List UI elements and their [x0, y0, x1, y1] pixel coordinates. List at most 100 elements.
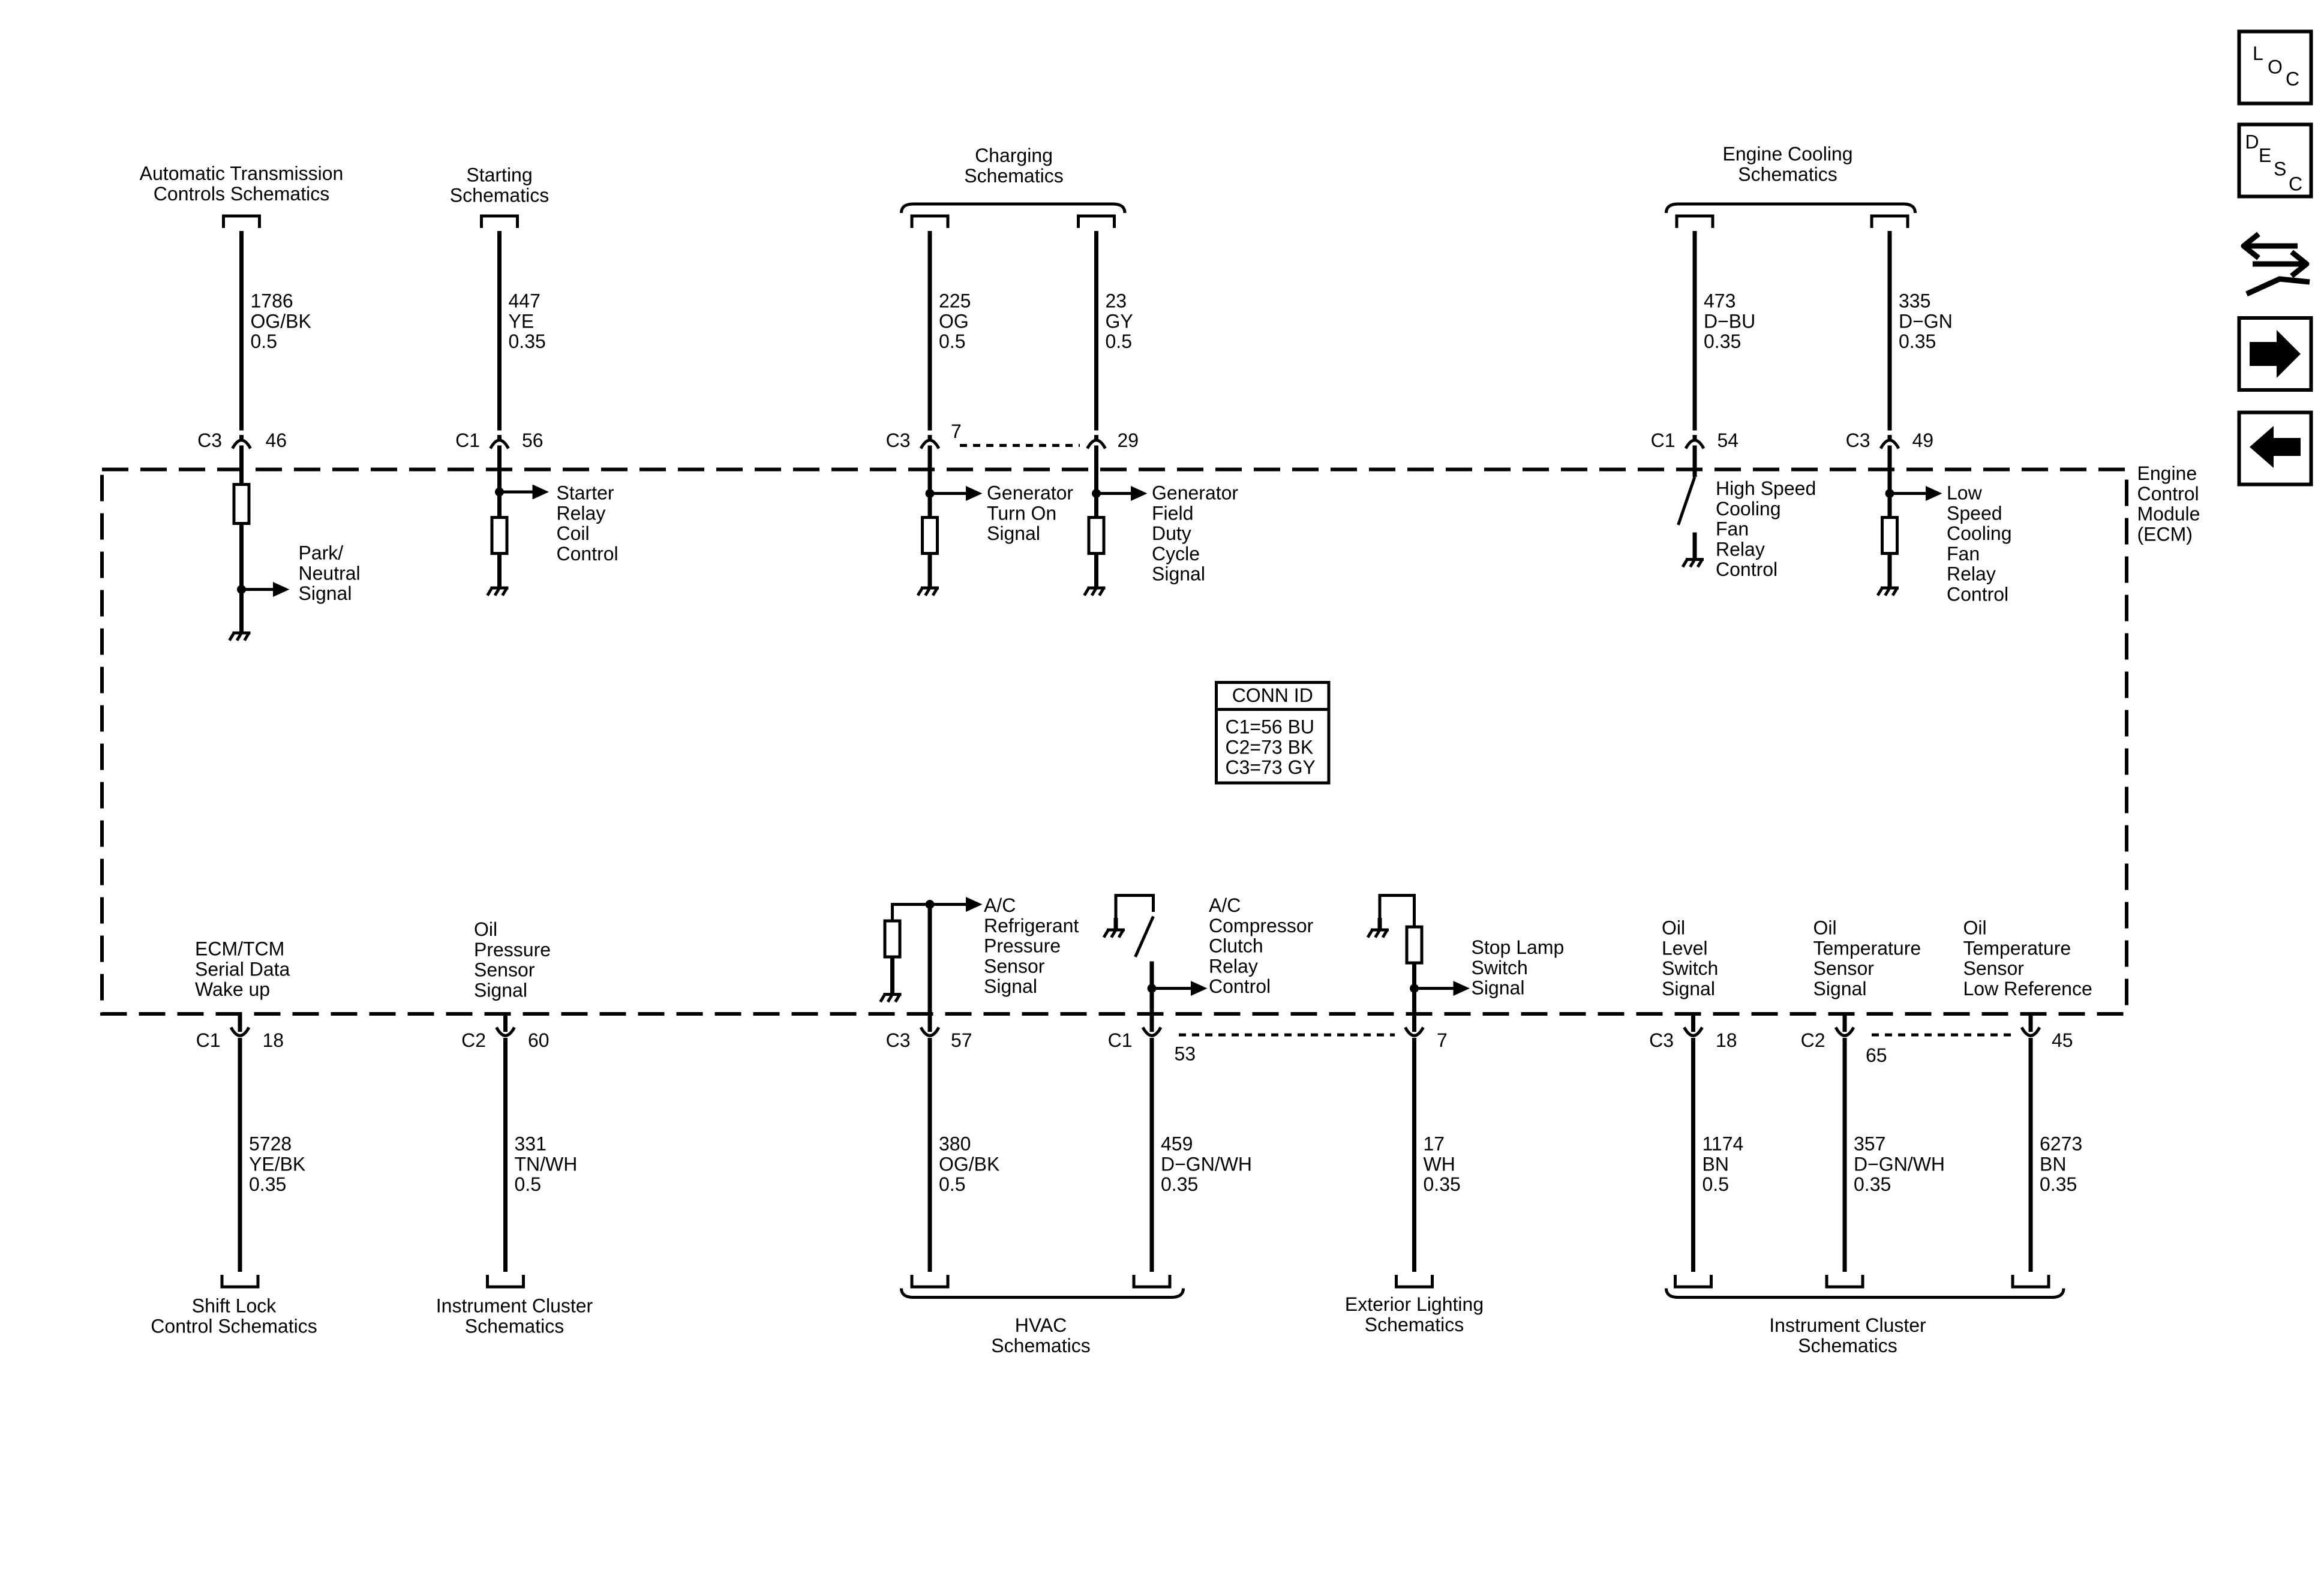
signal-label: Temperature [1813, 937, 1921, 959]
pin-number-label: 49 [1912, 430, 1934, 451]
connector-diagram-icon[interactable] [2241, 232, 2310, 297]
connector-diagram-icon [2253, 250, 2310, 278]
harness-connector-icon [220, 1275, 260, 1289]
conn-id-box [1215, 681, 1331, 785]
wire-spec-label: 0.5 [251, 331, 277, 352]
desc-letter: E [2259, 145, 2271, 166]
wire-spec-label: 225 [939, 290, 971, 312]
loc-letter: C [2286, 68, 2299, 90]
harness-connector-icon [1077, 214, 1116, 228]
ecm-module-boundary [100, 467, 2128, 1016]
wire-spec-label: WH [1424, 1153, 1455, 1175]
signal-label: ECM/TCM [195, 938, 284, 960]
signal-label: Compressor [1209, 915, 1314, 936]
signal-label: Turn On [987, 502, 1056, 524]
signal-label: Signal [1472, 977, 1525, 999]
pin-number-label: 18 [263, 1029, 284, 1051]
ground-icon [1876, 587, 1899, 596]
ground-icon [879, 993, 902, 1003]
loc-button[interactable] [2237, 29, 2313, 106]
resistor-icon [1087, 516, 1106, 555]
ground-icon [1102, 929, 1125, 938]
signal-label: Refrigerant [984, 915, 1079, 936]
desc-letter: S [2274, 158, 2286, 180]
group-bracket [1665, 1288, 2065, 1299]
wire-spec-label: 0.35 [1704, 331, 1741, 352]
group-bracket [1665, 202, 1917, 214]
signal-label: Cycle [1152, 543, 1200, 565]
bottom-group-label: Instrument Cluster [436, 1295, 593, 1317]
ecm-module-label: Engine [2137, 463, 2197, 484]
wire-spec-label: OG/BK [251, 310, 311, 332]
signal-label: Signal [1813, 978, 1867, 999]
signal-label: Sensor [474, 959, 535, 981]
signal-label: Relay [557, 502, 606, 524]
harness-connector-icon [910, 214, 950, 228]
harness-connector-icon [1395, 1275, 1434, 1289]
resistor-icon [490, 516, 509, 555]
wire-spec-label: D−GN [1899, 310, 1953, 332]
signal-label: Field [1152, 502, 1193, 524]
wire-spec-label: 0.35 [1161, 1173, 1198, 1195]
signal-label: Stop Lamp [1472, 936, 1565, 958]
resistor-icon [1405, 925, 1424, 965]
group-bracket [900, 1288, 1185, 1299]
wire-spec-label: BN [2040, 1153, 2066, 1175]
top-group-label: Schematics [450, 184, 549, 206]
connector-id-label: C3 [197, 430, 222, 451]
top-group-label: Charging [975, 145, 1053, 166]
bottom-group-label: Schematics [465, 1315, 564, 1337]
pin-number-label: 56 [522, 430, 544, 451]
connector-id-label: C2 [1801, 1029, 1825, 1051]
signal-label: Pressure [474, 939, 551, 960]
signal-label: Coil [557, 523, 590, 544]
signal-label: A/C [984, 894, 1016, 916]
loc-letter: O [2268, 56, 2283, 78]
wire-spec-label: 17 [1424, 1133, 1445, 1155]
bottom-group-label: Schematics [991, 1335, 1090, 1356]
connector-id-label: C1 [1108, 1029, 1133, 1051]
loc-letter: L [2253, 43, 2263, 64]
wire-spec-label: YE [509, 310, 535, 332]
signal-label: High Speed [1716, 478, 1816, 499]
bottom-group-label: HVAC [1015, 1314, 1067, 1336]
signal-label: Generator [1152, 482, 1238, 504]
ground-icon [486, 587, 509, 596]
signal-label: Cooling [1716, 498, 1781, 520]
signal-label: Duty [1152, 523, 1191, 544]
connector-id-label: C3 [886, 430, 911, 451]
wire-spec-label: D−GN/WH [1854, 1153, 1945, 1175]
signal-label: Speed [1947, 502, 2002, 524]
connector-terminal-icon [1404, 1026, 1425, 1037]
harness-connector-icon [1825, 1275, 1864, 1289]
pin-number-label: 45 [2052, 1029, 2073, 1051]
harness-connector-icon [480, 214, 519, 228]
signal-arrow-icon [966, 486, 983, 501]
signal-label: Fan [1947, 543, 1980, 565]
wire-spec-label: D−BU [1704, 310, 1755, 332]
connector-id-label: C1 [196, 1029, 221, 1051]
signal-label: Fan [1716, 518, 1749, 540]
ground-icon [1083, 587, 1106, 596]
resistor-icon [1881, 516, 1899, 555]
wire-spec-label: 1174 [1703, 1133, 1744, 1155]
pin-number-label: 57 [951, 1029, 972, 1051]
group-bracket [900, 202, 1127, 214]
wire-spec-label: BN [1703, 1153, 1729, 1175]
signal-label: Control [1716, 559, 1777, 580]
wire-spec-label: 357 [1854, 1133, 1885, 1155]
wire-spec-label: 447 [509, 290, 541, 312]
wire-spec-label: YE/BK [249, 1153, 305, 1175]
wire-spec-label: 0.5 [1703, 1173, 1729, 1195]
connector-diagram-icon [2245, 276, 2310, 297]
signal-label: Relay [1209, 955, 1258, 977]
top-group-label: Engine Cooling [1722, 143, 1852, 165]
conn-id-line: C1=56 BU [1226, 716, 1315, 738]
signal-label: Neutral [299, 562, 361, 584]
next-arrow-icon [2250, 330, 2301, 378]
bottom-group-label: Schematics [1365, 1314, 1464, 1335]
signal-label: Signal [299, 583, 352, 604]
wire-spec-label: 0.5 [939, 331, 965, 352]
desc-button[interactable] [2237, 122, 2313, 199]
